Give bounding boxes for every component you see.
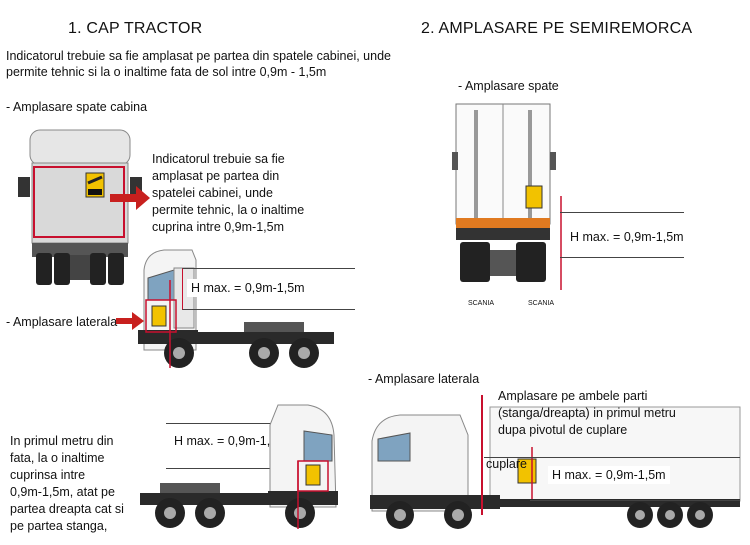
hmax-bracket-rear — [560, 212, 684, 258]
tractor-front-side-illustration — [140, 404, 338, 529]
truck-trailer-illustration — [370, 395, 741, 529]
brand-left: SCANIA — [467, 300, 494, 307]
front-note-line-4: 0,9m-1,5m, atat pe — [10, 485, 115, 499]
hmax-label-top: H max. = 0,9m-1,5m — [187, 279, 309, 297]
trailer-side-note: Amplasare pe ambele parti (stanga/dreapt… — [498, 388, 676, 439]
rear-cab-section-label: - Amplasare spate cabina — [6, 100, 148, 114]
heading-cap-tractor: 1. CAP TRACTOR — [68, 20, 203, 37]
tractor-side-illustration — [138, 249, 334, 368]
trailer-rear-sign — [525, 185, 543, 209]
rear-cab-note: Indicatorul trebuie sa fie amplasat pe p… — [152, 151, 304, 236]
front-note: In primul metru din fata, la o inaltime … — [10, 433, 124, 535]
hmax-bracket-side — [530, 457, 740, 501]
trailer-rear-illustration — [452, 103, 562, 290]
heading-semiremorca: 2. AMPLASARE PE SEMIREMORCA — [421, 20, 693, 37]
side-arrow — [116, 312, 144, 330]
front-note-line-2: fata, la o inaltime — [10, 451, 105, 465]
rear-note-line-3: spatelei cabinei, unde — [152, 186, 273, 200]
side-warning-sign — [151, 305, 167, 327]
rear-note-line-4: permite tehnic, la o inaltime — [152, 203, 305, 217]
rear-note-line-5: cuprina intre 0,9m-1,5m — [152, 220, 285, 234]
coupling-bracket — [484, 445, 532, 458]
hmax-bracket-bottom — [166, 423, 318, 469]
front-note-line-1: In primul metru din — [10, 434, 114, 448]
trailer-note-line-3: dupa pivotul de cuplare — [498, 423, 628, 437]
hmax-label-side: H max. = 0,9m-1,5m — [548, 466, 670, 484]
intro-text: Indicatorul trebuie sa fie amplasat pe p… — [6, 48, 391, 80]
trailer-note-line-2: (stanga/dreapta) in primul metru — [498, 406, 676, 420]
rear-note-line-2: amplasat pe partea din — [152, 169, 280, 183]
hmax-bracket-top — [182, 268, 355, 310]
front-warning-sign — [305, 464, 321, 486]
left-mirror — [18, 177, 30, 197]
tractor-rear-illustration — [18, 129, 142, 285]
front-note-line-6: pe partea stanga, — [10, 519, 108, 533]
hmax-label-rear: H max. = 0,9m-1,5m — [566, 228, 688, 246]
side-section-label: - Amplasare laterala — [6, 315, 118, 329]
brand-right: SCANIA — [528, 300, 555, 307]
side-trailer-section-label: - Amplasare laterala — [368, 372, 480, 386]
trailer-note-line-1: Amplasare pe ambele parti — [498, 389, 648, 403]
intro-line-1: Indicatorul trebuie sa fie amplasat pe p… — [6, 49, 391, 63]
front-note-line-5: partea dreapta cat si — [10, 502, 124, 516]
rear-arrow — [110, 186, 150, 210]
coupling-label: cuplare — [486, 457, 527, 471]
intro-line-2: permite tehnic si la o inaltime fata de … — [6, 65, 327, 79]
front-note-line-3: cuprinsa intre — [10, 468, 86, 482]
rear-note-line-1: Indicatorul trebuie sa fie — [152, 152, 285, 166]
hmax-label-bottom: H max. = 0,9m-1,5m — [170, 432, 292, 450]
rear-trailer-section-label: - Amplasare spate — [458, 79, 559, 93]
